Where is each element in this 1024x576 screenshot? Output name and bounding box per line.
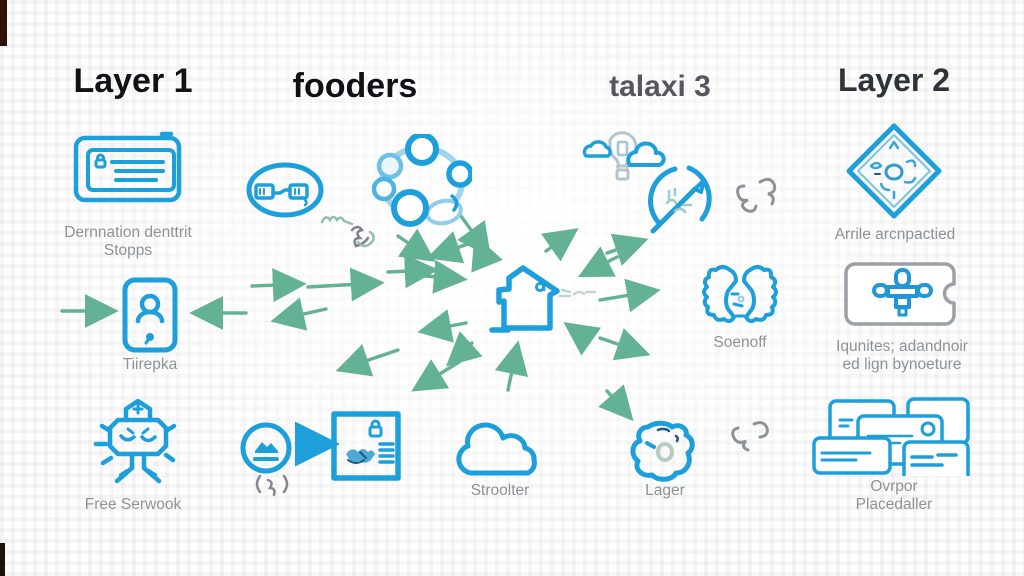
doodle-curl-2 — [726, 416, 772, 454]
header-talaxi-3: talaxi 3 — [609, 70, 711, 103]
flow-arrow — [471, 234, 503, 273]
cloud-icon — [455, 420, 545, 480]
doodle-smudge — [556, 282, 600, 308]
robot-label-line1: Free Serwook — [84, 496, 182, 513]
robot-label: Free Serwook — [85, 496, 181, 514]
flow-arrow — [250, 268, 307, 303]
flow-arrow — [270, 297, 328, 331]
flow-arrow — [577, 246, 619, 278]
window-stack-label: Ovrpor Placedaller — [856, 478, 933, 515]
lager-label-line1: Lager — [645, 482, 685, 499]
stroolter-label: Stroolter — [471, 482, 530, 500]
doodle-squiggle-1 — [318, 208, 384, 254]
phone-label: Tiirepka — [123, 356, 178, 374]
header-layer-1: Layer 1 — [73, 62, 193, 100]
coin-icon — [238, 420, 294, 476]
squiggle-blob-icon — [700, 260, 780, 334]
person-card-label-line1: Iqunites; adandnoir — [836, 338, 968, 355]
form-lock-icon — [330, 410, 402, 482]
flow-arrow — [563, 322, 602, 356]
pencil-compass-icon — [645, 163, 715, 237]
flow-arrow — [445, 331, 483, 367]
flow-arrow — [605, 233, 649, 266]
flow-arrow — [306, 267, 385, 302]
flow-arrow — [494, 340, 529, 392]
diamond-pattern-icon — [845, 122, 943, 220]
flow-arrow — [386, 254, 439, 289]
soenoff-label: Soenoff — [713, 334, 766, 352]
stroolter-label-line1: Stroolter — [470, 482, 530, 499]
doodle-curl-1 — [730, 172, 778, 216]
window-stack-label-line1: Ovrpor — [870, 478, 918, 495]
id-card-label-line2: Stopps — [103, 242, 153, 260]
flow-arrow — [598, 384, 634, 422]
flow-arrow — [424, 259, 468, 294]
phone-user-icon — [121, 276, 179, 354]
header-fooders: fooders — [292, 67, 418, 105]
rock-blob-icon — [628, 418, 698, 486]
flow-arrow — [426, 231, 473, 264]
soenoff-label-line1: Soenoff — [713, 334, 767, 351]
network-ring-icon — [372, 134, 472, 230]
edge-artifact-bottom — [0, 543, 5, 576]
doodle-squiggle-2 — [252, 470, 294, 502]
diamond-label: Arrile arcnpactied — [835, 226, 956, 244]
phone-label-line1: Tiirepka — [122, 356, 178, 373]
robot-lamp-icon — [88, 396, 188, 488]
flow-arrow — [540, 228, 579, 262]
flow-arrow — [411, 359, 461, 392]
person-card-icon — [843, 260, 963, 328]
window-stack-label-line2: Placedaller — [855, 496, 933, 514]
diamond-label-line1: Arrile arcnpactied — [834, 226, 956, 243]
id-card-label-line1: Dernnation denttrit — [64, 224, 192, 241]
house-icon — [478, 260, 562, 334]
person-card-label: Iqunites; adandnoir ed lign bynoeture — [836, 338, 968, 375]
edge-artifact-top — [0, 0, 7, 46]
flow-arrow — [598, 328, 651, 361]
header-layer-2: Layer 2 — [837, 62, 951, 98]
person-card-label-line2: ed lign bynoeture — [842, 356, 962, 374]
flow-arrow — [417, 309, 468, 343]
flow-arrow — [335, 344, 400, 377]
id-card-icon — [70, 128, 185, 216]
window-stack-icon — [812, 396, 972, 476]
id-card-label: Dernnation denttrit Stopps — [64, 224, 192, 261]
balloon-clouds-icon — [580, 130, 666, 196]
smart-glasses-icon — [245, 160, 325, 220]
flow-arrow — [598, 278, 661, 313]
flow-arrow — [396, 228, 436, 262]
lager-label: Lager — [645, 482, 685, 500]
